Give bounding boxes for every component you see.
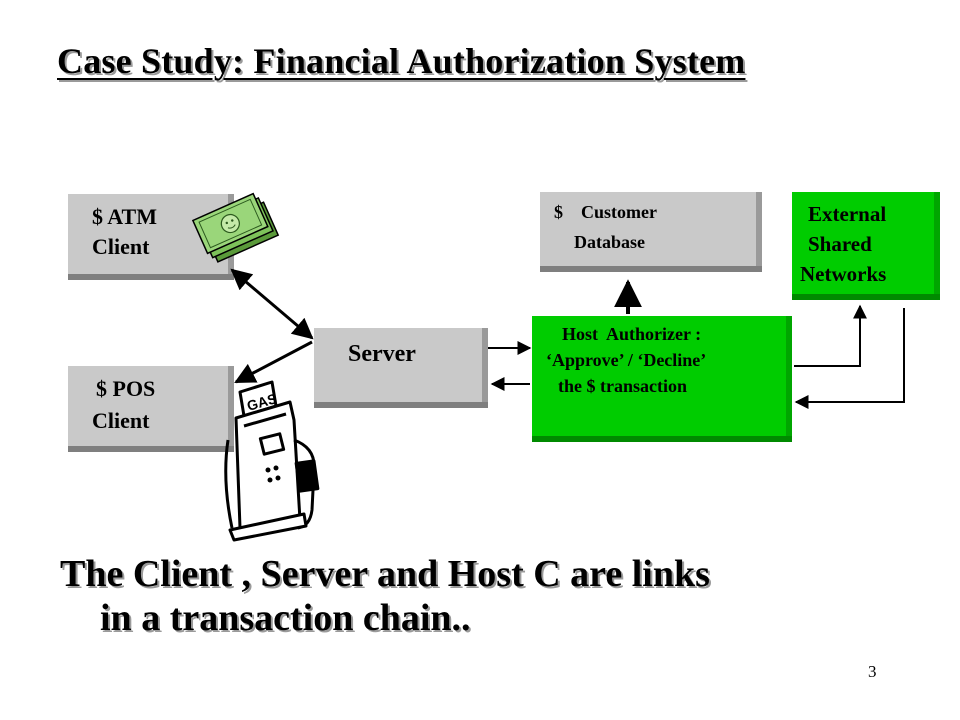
host-authorizer-label-line2: ‘Approve’ / ‘Decline’ (546, 350, 707, 370)
pos-client-box: $ POS Client (68, 366, 234, 458)
server-box: Server (314, 328, 488, 414)
host-external-arrow (794, 304, 867, 367)
slide-title: Case Study: Financial Authorization Syst… (57, 41, 746, 81)
host-authorizer-label-line1: Host Authorizer : (562, 324, 702, 344)
external-networks-label-line3: Networks (800, 262, 887, 286)
pos-client-label-line2: Client (92, 408, 150, 433)
external-networks-label-line2: Shared (808, 232, 872, 256)
customer-database-label-line1: $ Customer (554, 202, 657, 222)
atm-client-label-line2: Client (92, 234, 150, 259)
server-pos-arrow (234, 340, 313, 384)
server-label: Server (348, 341, 416, 367)
page-number: 3 (868, 662, 877, 681)
atm-client-label-line1: $ ATM (92, 204, 157, 229)
caption-line2: in a transaction chain.. (100, 597, 471, 639)
external-host-arrow (794, 308, 905, 409)
slide-caption: The Client , Server and Host C are links… (60, 552, 710, 640)
caption-line1: The Client , Server and Host C are links (60, 553, 710, 595)
host-authorizer-label-line3: the $ transaction (558, 376, 687, 396)
customer-database-box: $ Customer Database (540, 192, 762, 278)
host-authorizer-box: Host Authorizer : ‘Approve’ / ‘Decline’ … (532, 316, 792, 448)
atm-server-arrow (230, 268, 314, 340)
pos-client-label-line1: $ POS (96, 376, 156, 401)
external-networks-box: External Shared Networks (792, 192, 940, 306)
customer-database-label-line2: Database (574, 232, 645, 252)
external-networks-label-line1: External (808, 202, 887, 226)
